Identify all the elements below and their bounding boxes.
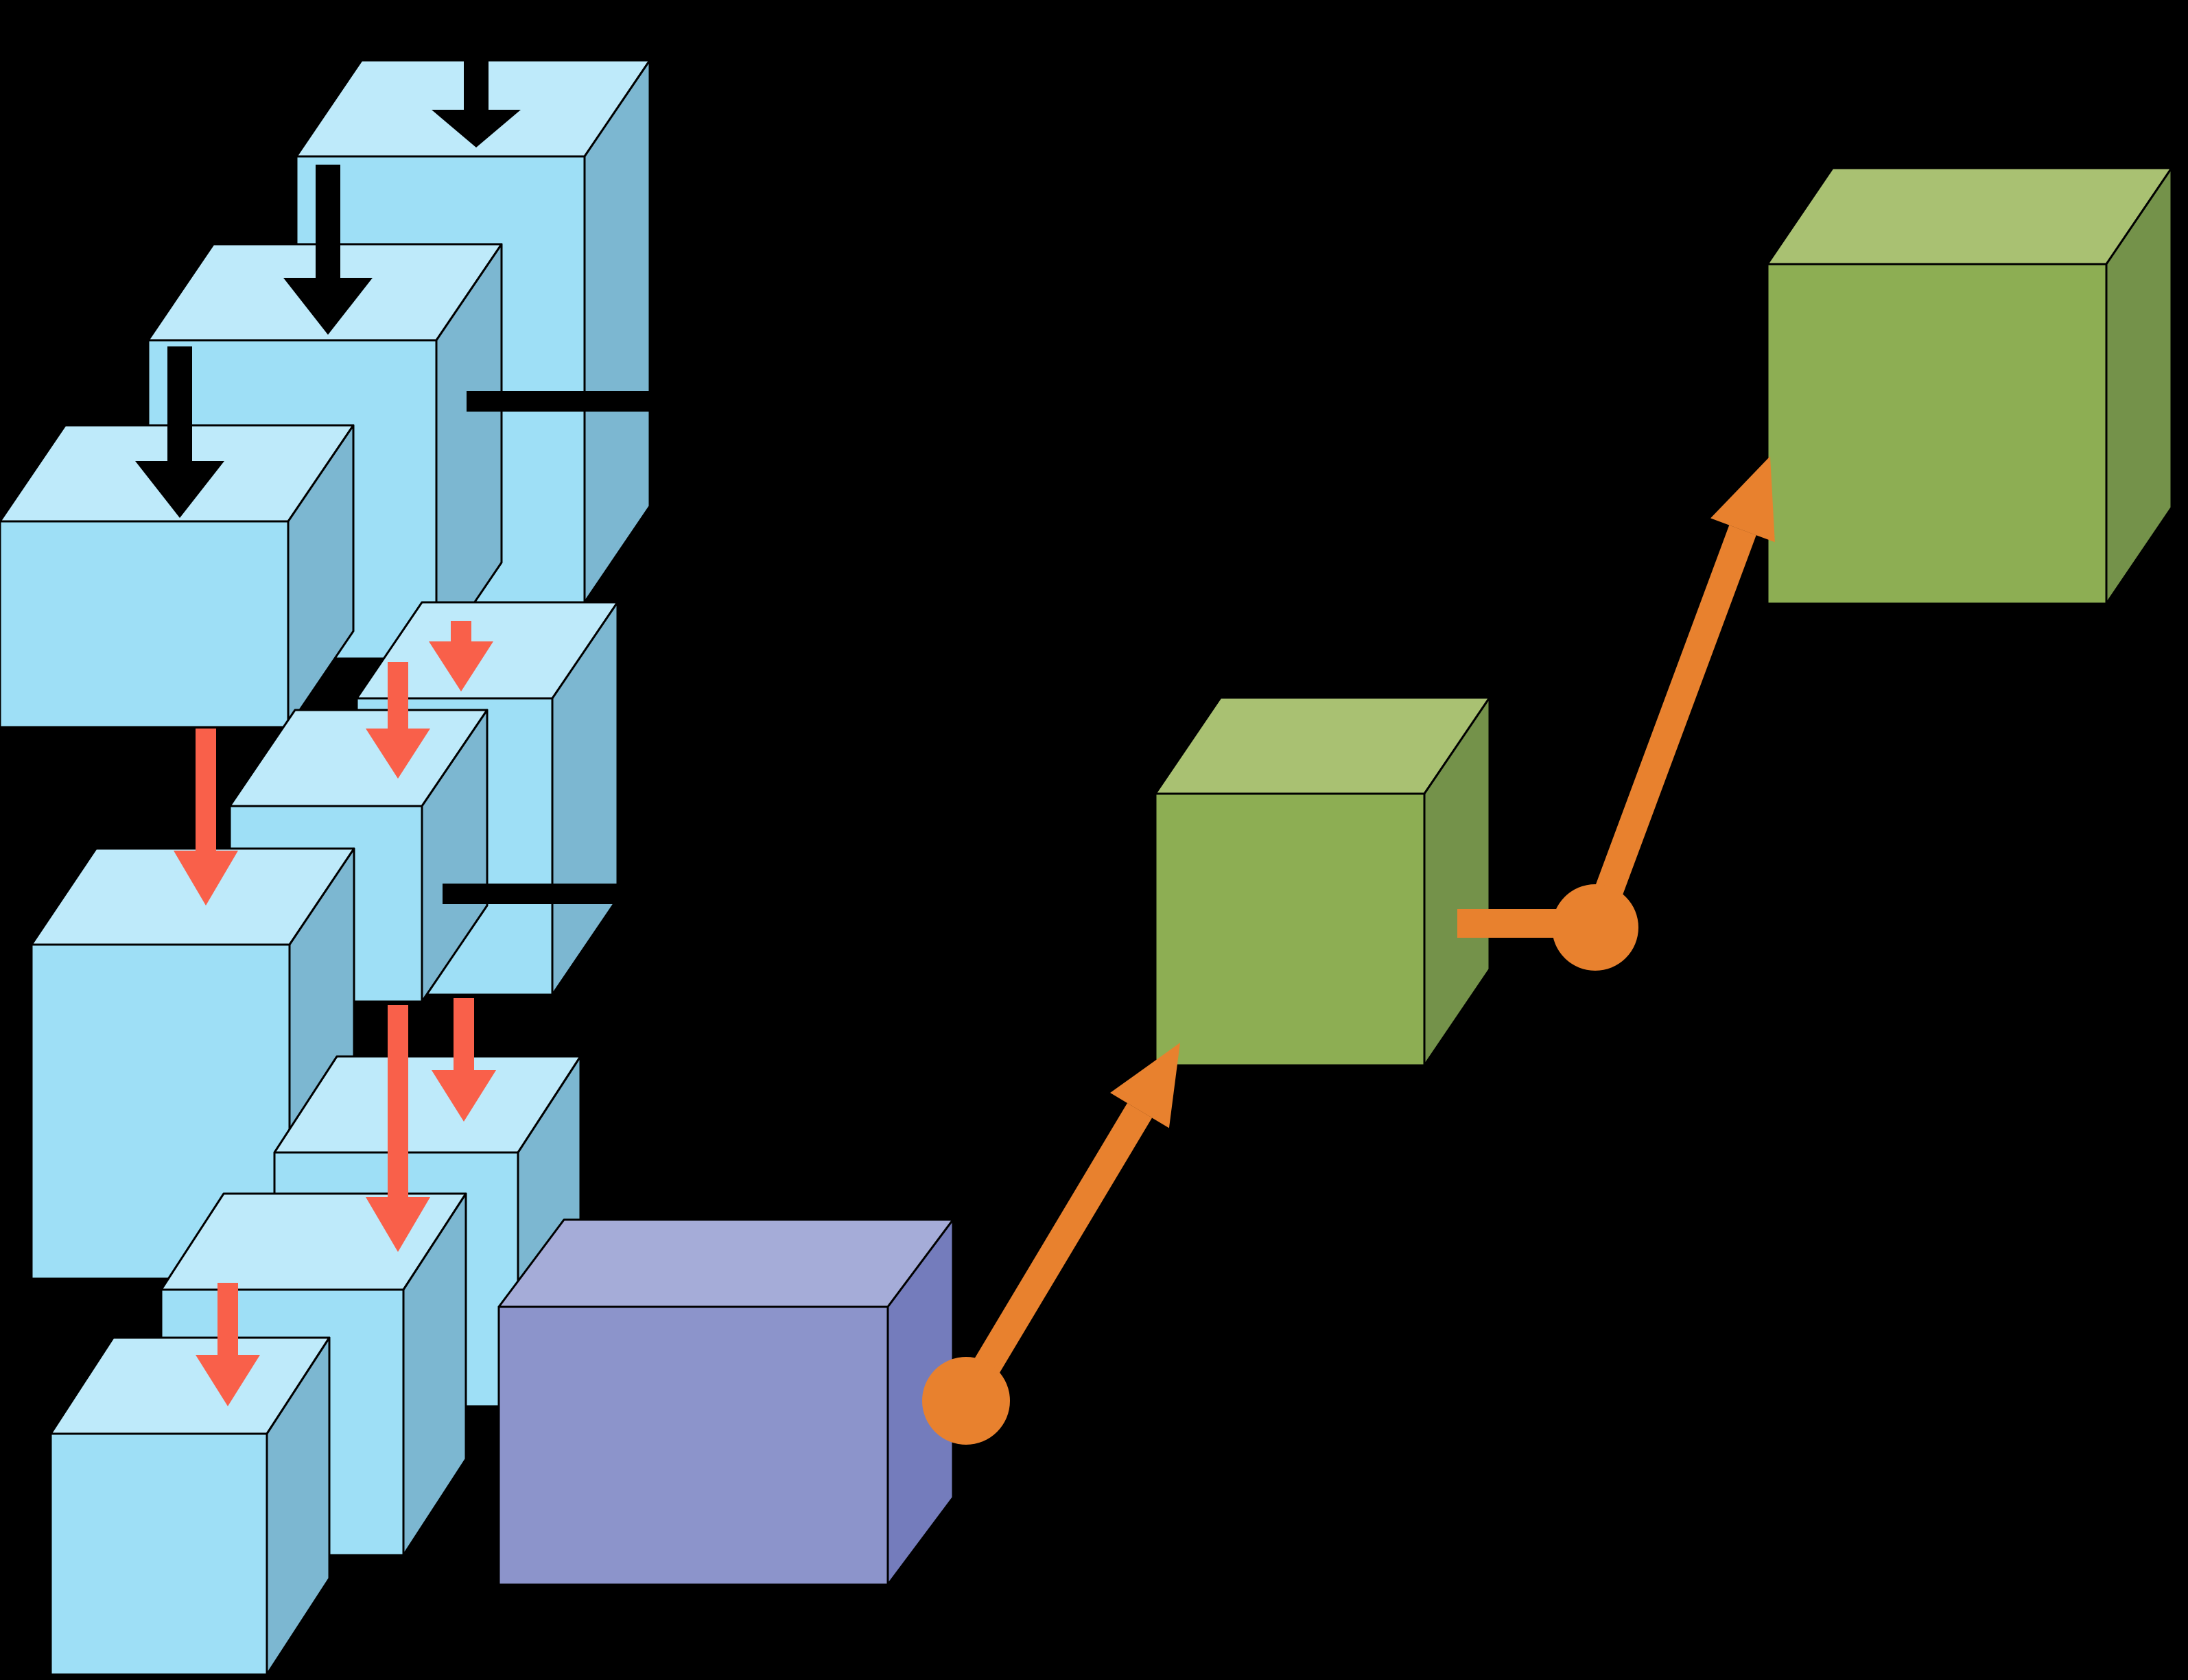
input-arrow-middle-shaft — [316, 165, 340, 278]
purple-block-front-face — [497, 1305, 889, 1586]
downsample-arrow-2-shaft — [388, 662, 408, 729]
connector-arrow-1-line — [953, 1102, 1153, 1408]
downsample-arrow-3-shaft — [196, 729, 216, 851]
input-arrow-back-shaft — [464, 21, 489, 110]
skip-bar-upper — [467, 391, 693, 412]
input-arrow-front-head — [135, 461, 224, 518]
green-cube-hidden-front-face — [1154, 792, 1426, 1067]
downsample-arrow-1-head — [429, 641, 493, 691]
input-arrow-middle-head — [283, 278, 373, 335]
downsample-arrow-6-head — [196, 1355, 260, 1406]
skip-bar-lower — [443, 884, 693, 904]
input-arrow-front-shaft — [167, 346, 192, 461]
feature-map-1-front-front-face — [0, 520, 290, 729]
feature-map-3-front-front-face — [49, 1432, 268, 1676]
connector-node-2 — [1552, 884, 1638, 971]
downsample-arrow-3-head — [174, 851, 238, 906]
downsample-arrow-5-head — [366, 1197, 430, 1252]
downsample-arrow-4-head — [432, 1070, 496, 1122]
green-cube-output-front-face — [1766, 263, 2108, 605]
connector-node-1 — [922, 1357, 1010, 1445]
downsample-arrow-4-shaft — [454, 998, 474, 1070]
downsample-arrow-1-shaft — [451, 621, 471, 641]
downsample-arrow-5-shaft — [388, 1005, 408, 1197]
downsample-arrow-2-head — [366, 729, 430, 779]
connector-arrow-1-head — [1110, 1043, 1180, 1128]
input-arrow-back-head — [432, 110, 521, 147]
green-cube-output-top-face — [1766, 167, 2173, 265]
connector-arrow-2-head — [1710, 456, 1775, 543]
downsample-arrow-6-shaft — [217, 1283, 238, 1355]
feature-map-1-back-side-face — [583, 59, 651, 604]
connector-arrow-2-line — [1581, 525, 1756, 933]
purple-block-top-face — [497, 1218, 954, 1308]
